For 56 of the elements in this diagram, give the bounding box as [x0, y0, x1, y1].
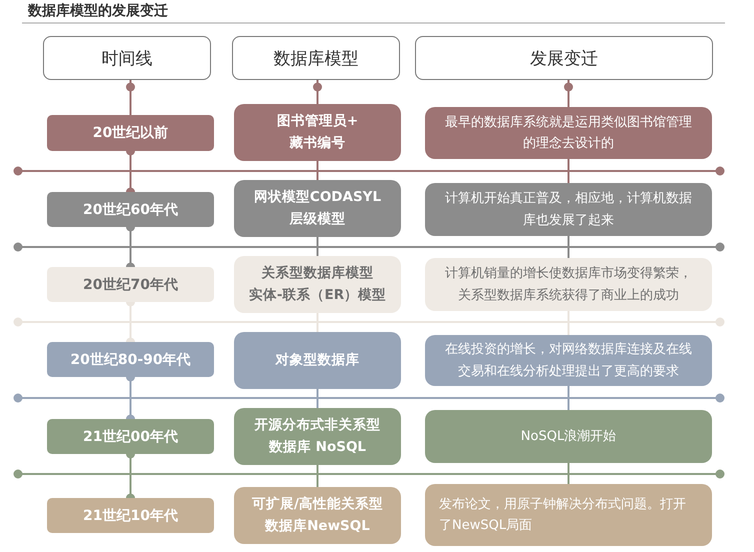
connector-line: [564, 80, 573, 107]
connector-line: [568, 463, 570, 484]
model-box: [234, 180, 401, 237]
column-header: [43, 36, 211, 80]
connector-line: [316, 313, 318, 332]
description-box: [425, 183, 712, 236]
connector-line: [313, 80, 322, 104]
connector-line: [568, 236, 570, 258]
connector-line: [316, 465, 318, 487]
node-label: 最早的数据库系统就是运用类似图书馆管理的理念去设计的: [444, 114, 693, 153]
period-box: [47, 498, 214, 533]
node-label: 计算机销量的增长使数据库市场变得繁荣，关系型数据库系统获得了商业上的成功: [444, 265, 693, 304]
column-header: [232, 36, 400, 80]
description-box: [425, 484, 712, 546]
diagram-title: 数据库模型的发展变迁: [28, 2, 168, 20]
node-label: NoSQL浪潮开始: [520, 428, 616, 446]
connector-line: [126, 80, 135, 115]
node-label: 可扩展/高性能关系型数据库NewSQL: [252, 494, 383, 536]
period-box: [47, 419, 214, 454]
node-label: 21世纪00年代: [83, 428, 178, 446]
description-box: [425, 258, 712, 311]
model-box: [234, 487, 401, 544]
description-box: [425, 410, 712, 463]
model-box: [234, 256, 401, 313]
node-label: 20世纪70年代: [83, 276, 178, 294]
connector-line: [568, 159, 570, 183]
connector-line: [316, 237, 318, 256]
model-box: [234, 408, 401, 465]
node-label: 发布论文，用原子钟解决分布式问题。打开了NewSQL局面: [439, 496, 687, 535]
model-box: [234, 104, 401, 161]
node-label: 计算机开始真正普及，相应地，计算机数据库也发展了起来: [444, 190, 693, 230]
period-box: [47, 115, 214, 151]
node-label: 对象型数据库: [276, 350, 360, 370]
node-label: 网状模型CODASYL层级模型: [254, 188, 382, 228]
connector-line: [316, 161, 318, 180]
node-label: 在线投资的增长，对网络数据库连接及在线交易和在线分析处理提出了更高的要求: [444, 341, 693, 380]
period-box: [47, 267, 214, 302]
period-box: [47, 342, 214, 377]
description-box: [425, 107, 712, 159]
connector-line: [568, 311, 570, 335]
node-label: 开源分布式非关系型数据库 NoSQL: [254, 416, 380, 456]
period-box: [47, 192, 214, 227]
connector-line: [568, 386, 570, 410]
node-label: 21世纪10年代: [83, 506, 178, 524]
connector-line: [316, 389, 318, 408]
node-label: 20世纪60年代: [83, 200, 178, 218]
node-label: 图书管理员+藏书编号: [276, 112, 358, 152]
node-label: 关系型数据库模型实体-联系（ER）模型: [248, 264, 386, 304]
description-box: [425, 335, 712, 386]
column-header: [415, 36, 713, 80]
model-box: [234, 332, 401, 389]
node-label: 时间线: [102, 48, 152, 70]
node-label: 20世纪80-90年代: [70, 350, 191, 368]
node-label: 数据库模型: [274, 48, 358, 70]
node-label: 20世纪以前: [92, 124, 168, 142]
node-label: 发展变迁: [530, 48, 598, 70]
